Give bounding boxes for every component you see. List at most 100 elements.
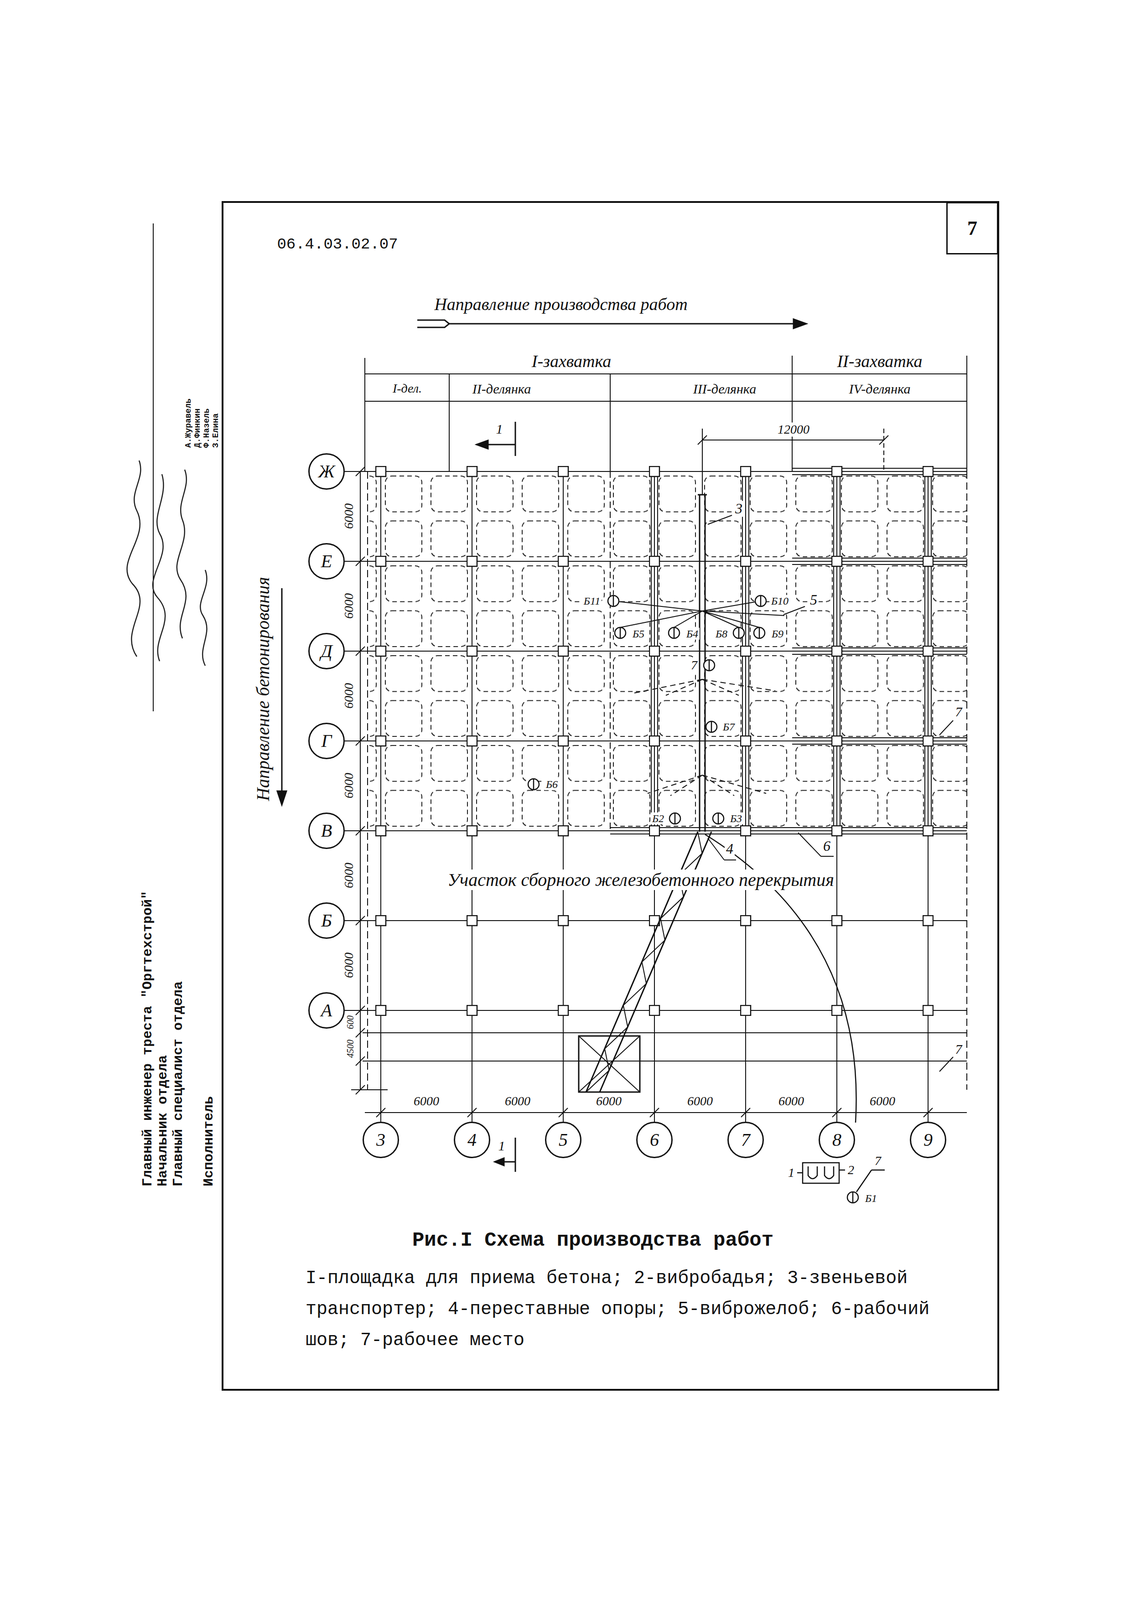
top-dimension-lines-line [702,439,884,441]
callout-number: 3 [733,500,744,517]
conveyor-path [578,1036,640,1093]
direction-arrows-path [417,320,450,328]
axis-letter: Д [320,642,333,661]
bucket-legend-symbol-path [856,1170,885,1193]
axis-bubble: 6 [636,1121,673,1159]
bucket-label: Б2 [650,812,666,825]
signatory-name: Ф.Назель [202,407,212,450]
dimension-text: 6000 [342,861,357,890]
direction-note: Направление производства работ [432,295,689,315]
vibro-chutes-path [633,679,776,696]
dimension-text: 6000 [342,951,357,980]
axis-bubble: А [308,992,345,1029]
sheet-number: 7 [967,218,978,239]
signatory-name: З.Елина [211,411,221,450]
conveyor-rect [578,1036,640,1093]
dimension-text: 6000 [594,1094,623,1109]
callout-number: 7 [873,1154,883,1169]
dimension-lines-line [359,471,361,1090]
section-label: III-делянка [691,381,758,397]
bucket-label: Б6 [544,778,560,791]
callout-number: 7 [954,1041,964,1057]
axis-bubble: Е [308,543,345,580]
bucket-label: Б8 [714,627,729,640]
section-label: IV-делянка [847,381,913,397]
callout-number: 2 [846,1163,856,1178]
dimension-text: 6000 [342,681,357,711]
top-dimension-lines-line [364,373,967,375]
leader-lines-path [707,515,732,525]
drawing-code: 06.4.03.02.07 [275,236,400,254]
bucket-legend-symbol-path [808,1166,818,1179]
direction-arrows-line [449,323,796,325]
top-dimension-lines-line [609,373,611,472]
bucket-legend-symbol-path [824,1166,834,1179]
top-dimension-lines-line [364,400,967,402]
section-marks-path [476,440,488,449]
signatures-path [176,469,187,639]
conveyor-line [697,494,707,496]
axis-letter: 8 [832,1131,842,1150]
axis-letter: 4 [467,1131,477,1150]
grid-axes-line [367,471,369,1090]
top-dimension-lines-line [966,355,968,472]
callout-number: 6 [821,838,832,855]
grid-axes-line [362,1060,967,1062]
dimension-lines-path [376,1108,933,1118]
signature-role: Главный специалист отдела [171,980,187,1189]
axis-letter: 9 [923,1131,933,1150]
section-mark: 1 [497,1138,507,1154]
axis-letter: 5 [558,1131,568,1150]
leader-lines-path [707,838,737,861]
leader-lines [707,515,954,1072]
top-dimension-lines-path [697,435,889,445]
signatory-name: Д.Финкин [193,407,203,450]
axis-letter: 7 [741,1131,751,1150]
sheet-frame-rect [222,202,999,1391]
dimension-lines [355,466,967,1118]
bucket-label: Б1 [863,1192,879,1205]
callout-number: 7 [689,658,699,673]
leader-lines-path [939,720,954,736]
signatures-path [152,474,166,662]
vibro-chutes-path [647,775,767,796]
dimension-lines-line [364,1112,967,1114]
bucket-label: Б4 [684,627,700,640]
axis-bubble: В [308,812,345,850]
sheet-frame [153,202,999,1391]
bucket-legend-symbol-rect [802,1162,840,1184]
axis-bubble: 8 [818,1121,856,1159]
axis-bubble: Г [308,722,345,760]
bucket-legend-symbol-line [797,1172,803,1174]
sheet-number-box: 7 [946,202,999,255]
top-dimension-lines-line [364,357,366,472]
axis-bubble: 4 [453,1121,491,1159]
axis-bubble: 9 [909,1121,947,1159]
signature-role: Главный инженер треста "Оргтехстрой" [140,889,156,1189]
sheet-frame-line [152,223,154,712]
direction-arrows-path [793,319,807,329]
bucket-legend-symbol [797,1162,885,1193]
top-dimension-lines-line [791,355,793,472]
dimension-text: 6000 [342,591,357,621]
section-label: II-делянка [471,381,533,397]
section-label: I-дел. [391,381,424,396]
leader-lines-path [783,606,805,615]
dimension-text: 4500 [345,1038,356,1060]
dimension-text: 6000 [868,1094,897,1109]
signatory-name: А.Журавель [184,397,194,450]
bucket-label: Б7 [721,721,737,733]
axis-letter: Б [321,911,333,930]
dimension-text: 6000 [503,1094,532,1109]
bucket-label: Б11 [582,595,602,608]
axis-bubble: Д [308,632,345,670]
signatures-path [127,460,141,657]
axis-bubble: Б [308,902,345,940]
bucket-markers-path [533,595,853,1204]
top-dimension-lines-line [883,428,885,472]
signature-role: Начальник отдела [155,1053,171,1189]
dimension-text: 600 [345,1014,356,1031]
bucket-label: Б3 [728,812,744,825]
section-marks-path [494,1158,504,1166]
